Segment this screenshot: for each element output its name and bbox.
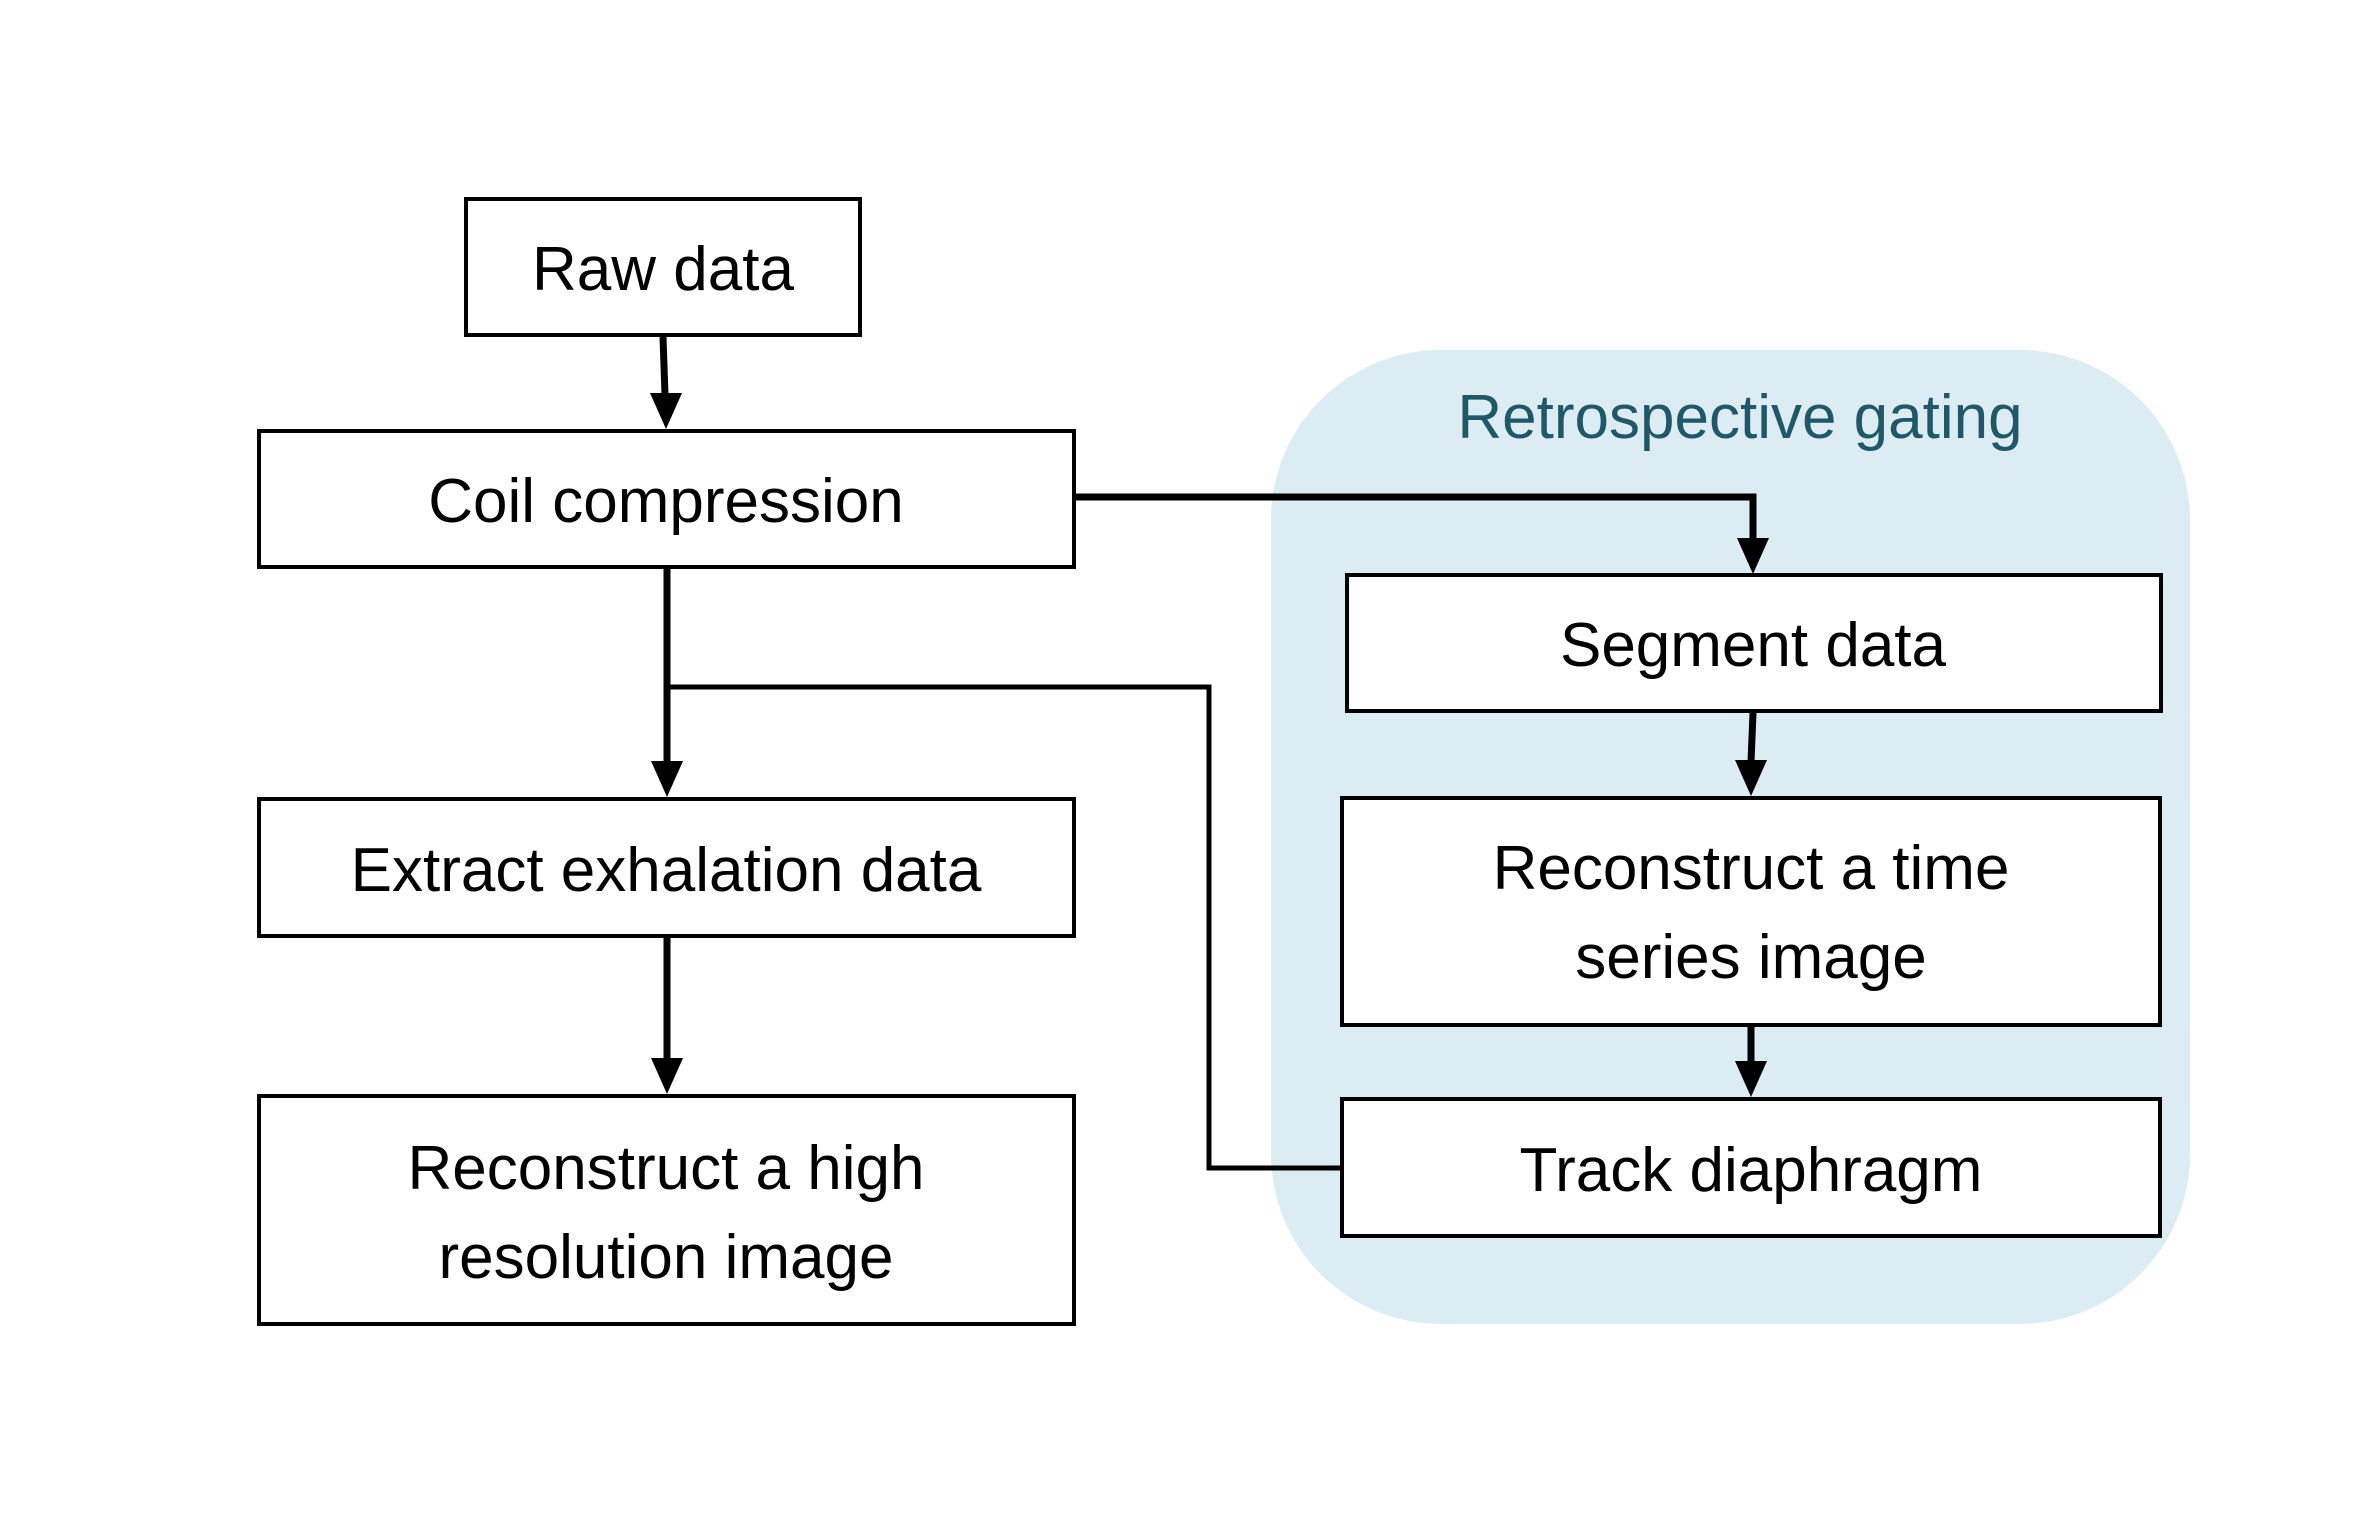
node-label-line-1: Reconstruct a high (408, 1134, 925, 1203)
edge-segment-to-recon (1747, 712, 1757, 763)
arrowhead (651, 1058, 683, 1094)
group-title: Retrospective gating (1457, 383, 2022, 452)
node-label-line-1: Reconstruct a time (1493, 834, 2010, 903)
node-label: Extract exhalation data (351, 836, 982, 905)
node-label: Coil compression (428, 467, 904, 536)
node-label: Segment data (1560, 611, 1947, 680)
node-recon-high-res: Reconstruct a high resolution image (257, 1094, 1076, 1326)
node-recon-time-series: Reconstruct a time series image (1340, 796, 2162, 1027)
node-track-diaphragm: Track diaphragm (1340, 1097, 2162, 1238)
node-label: Raw data (532, 235, 794, 304)
node-label-line-2: resolution image (439, 1223, 894, 1292)
node-label-line-2: series image (1575, 923, 1926, 992)
arrowhead (1735, 1061, 1767, 1097)
node-raw-data: Raw data (464, 197, 862, 337)
arrowhead (1737, 538, 1769, 574)
edge-raw-to-coil (659, 336, 669, 396)
arrowhead (1735, 760, 1767, 796)
node-extract-exhalation: Extract exhalation data (257, 797, 1076, 938)
node-segment-data: Segment data (1345, 573, 2163, 713)
edge-track-to-trunk (667, 684, 1342, 1171)
edge-coil-to-segment (1076, 493, 1757, 540)
arrowhead (650, 393, 682, 429)
arrowhead (651, 761, 683, 797)
node-label: Track diaphragm (1520, 1136, 1983, 1205)
node-coil-compression: Coil compression (257, 429, 1076, 569)
